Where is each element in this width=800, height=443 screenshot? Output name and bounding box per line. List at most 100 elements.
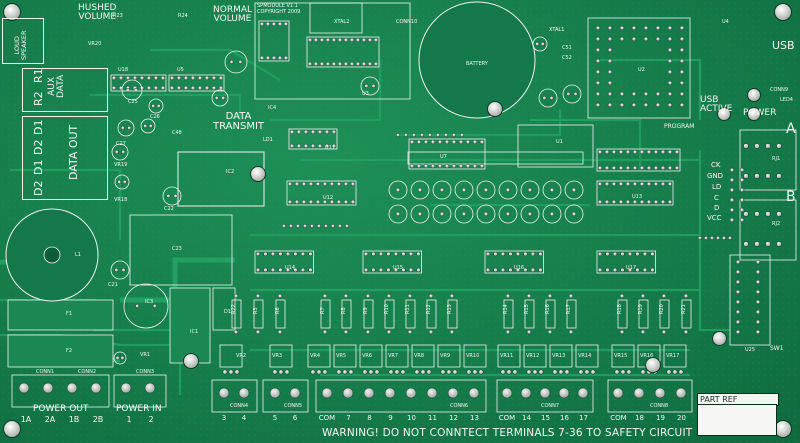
pad — [729, 217, 735, 223]
mounting-hole — [774, 3, 792, 21]
ref-vr19: VR19 — [114, 162, 128, 168]
pad — [378, 267, 384, 273]
pad — [348, 369, 354, 375]
terminal-label: 3 — [221, 414, 227, 422]
pad — [549, 211, 555, 217]
pad — [735, 309, 741, 315]
pad — [612, 251, 618, 257]
pad — [350, 181, 356, 187]
ref-u4: U4 — [722, 19, 729, 25]
pad — [324, 143, 330, 149]
pad — [679, 69, 685, 75]
pad — [619, 36, 625, 42]
power-out-terminals: 1A 2A 1B 2B — [14, 415, 110, 424]
pad — [277, 21, 283, 27]
pad — [735, 269, 741, 275]
pad — [440, 369, 446, 375]
terminal-screw — [468, 387, 480, 399]
ref-f2: F2 — [66, 348, 73, 354]
terminal-label: 1B — [68, 415, 80, 424]
terminal-screw — [120, 382, 132, 394]
chip-outline — [110, 74, 167, 92]
pad — [642, 267, 648, 273]
ref-u13: U13 — [632, 194, 643, 200]
pad — [715, 235, 721, 241]
pad — [627, 251, 633, 257]
pad — [255, 251, 261, 257]
pad — [439, 211, 445, 217]
chip-outline — [333, 344, 357, 368]
pad — [342, 369, 348, 375]
pad — [173, 193, 178, 199]
pad — [508, 251, 513, 257]
chip-outline — [359, 344, 383, 368]
pad — [322, 199, 328, 205]
chip-outline — [617, 299, 628, 329]
vr-ref: VR9 — [440, 353, 451, 359]
pad — [293, 267, 298, 273]
pad — [183, 75, 189, 81]
ref-ic2: IC2 — [226, 169, 235, 175]
ref-u3: U3 — [362, 91, 369, 97]
pad — [674, 165, 680, 171]
pad — [538, 251, 543, 257]
pad — [361, 61, 367, 67]
pad — [414, 369, 420, 375]
pad — [739, 177, 745, 183]
terminal-screw — [612, 387, 624, 399]
pad — [285, 251, 291, 257]
pad — [218, 85, 224, 91]
mounting-hole — [183, 353, 199, 369]
terminal-label: COM — [610, 414, 627, 422]
ref-c27: C27 — [116, 141, 126, 147]
pad — [204, 85, 210, 91]
pad — [743, 143, 749, 149]
pad — [631, 91, 637, 97]
chip-outline — [286, 180, 357, 206]
pad — [571, 187, 577, 193]
pad — [655, 102, 661, 108]
pad — [316, 369, 322, 375]
chip-outline — [611, 344, 635, 368]
pad — [597, 199, 603, 205]
ref-conn7: CONN7 — [541, 403, 560, 409]
ref-u25: U25 — [745, 347, 756, 353]
pad — [639, 149, 645, 155]
usb-label: USB — [772, 39, 795, 52]
pad — [485, 267, 491, 273]
pad — [329, 181, 335, 187]
terminal-screw — [218, 387, 230, 399]
capacitor-outline — [562, 84, 582, 104]
pad — [331, 61, 337, 67]
pad — [595, 47, 601, 53]
pad — [611, 149, 617, 155]
capacitor-outline — [110, 260, 130, 280]
pad — [446, 369, 452, 375]
resistor-ref: R18 — [617, 304, 623, 314]
ref-f1: F1 — [66, 311, 73, 317]
pad — [667, 25, 673, 31]
pad — [146, 75, 152, 81]
pad — [386, 293, 392, 299]
terminal-label: COM — [318, 414, 336, 422]
mounting-hole — [712, 331, 727, 346]
chip-outline — [575, 344, 599, 368]
pad — [428, 293, 434, 299]
pad — [646, 165, 652, 171]
pad — [310, 129, 316, 135]
pad — [523, 267, 528, 273]
capacitor-outline — [542, 204, 562, 224]
resistor-ref: R12 — [426, 304, 432, 314]
pad — [316, 223, 322, 229]
capacitor-outline — [140, 118, 156, 134]
program-label: PROGRAM — [664, 123, 695, 130]
pad — [667, 149, 673, 155]
capacitor-outline — [123, 283, 169, 329]
pad — [444, 139, 450, 145]
terminal-label: 6 — [292, 414, 298, 422]
pad — [371, 83, 376, 89]
chip-outline — [408, 138, 486, 170]
pad — [302, 223, 308, 229]
pad — [549, 95, 554, 101]
capacitor-outline — [476, 204, 496, 224]
